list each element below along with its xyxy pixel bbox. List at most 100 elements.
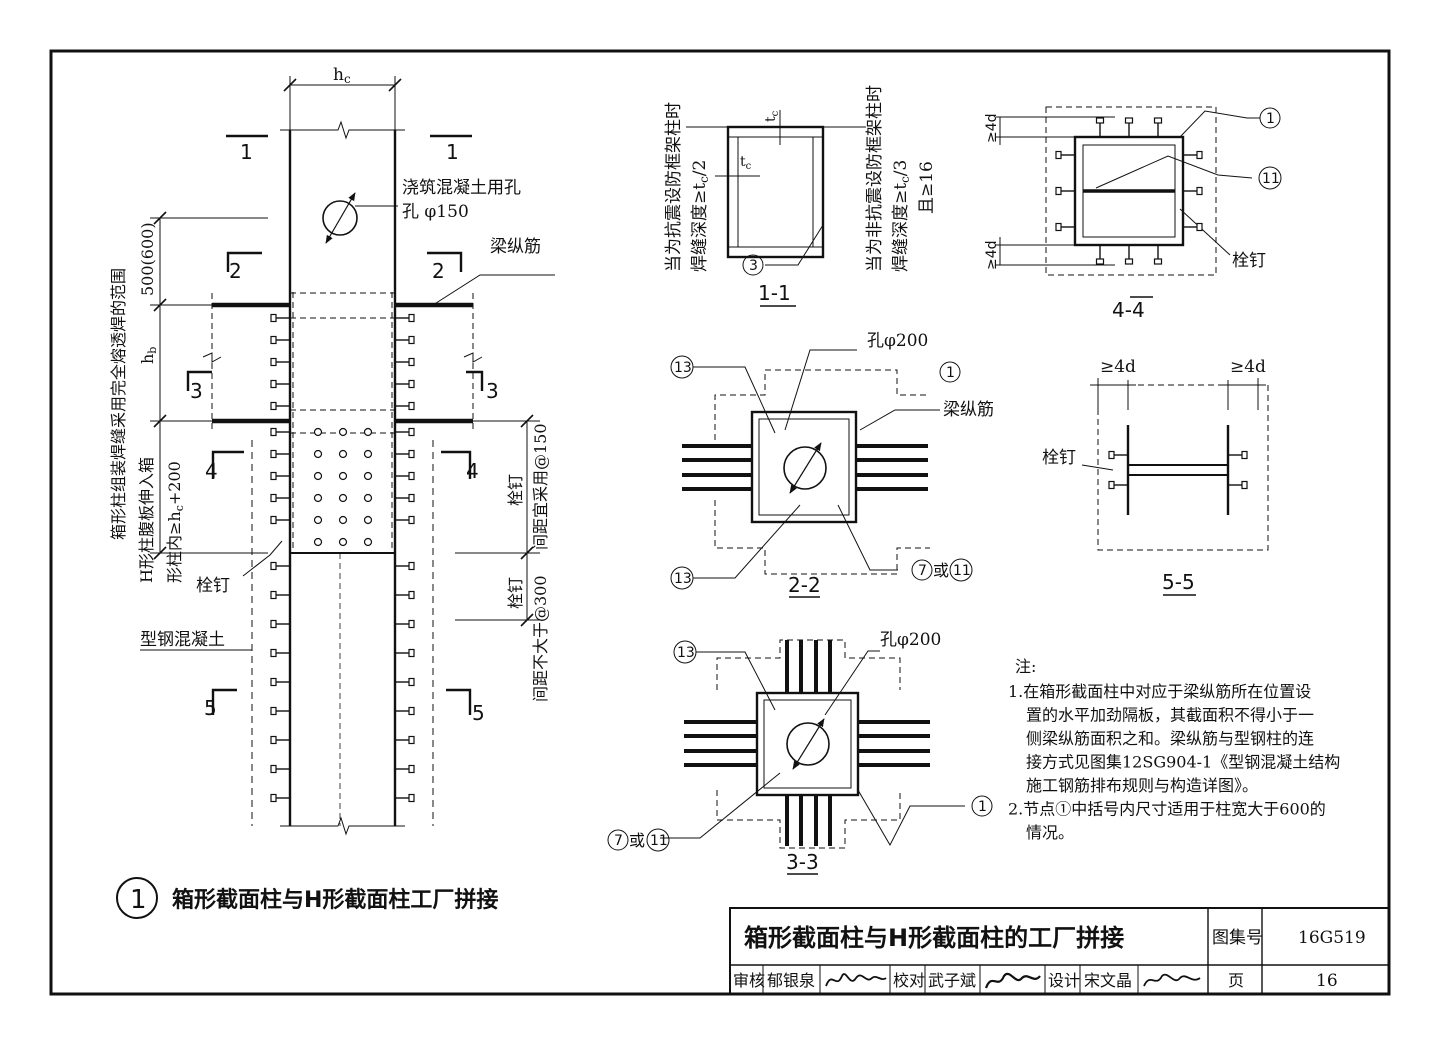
stud-icon: [395, 427, 415, 437]
checker-name: 武子斌: [928, 971, 976, 990]
stud-icon: [270, 561, 290, 571]
cut-label-2-left: 2: [229, 259, 242, 283]
notes-heading: 注:: [1015, 657, 1036, 676]
stud-group-4-4: [1055, 117, 1203, 265]
notes-lines: 1.在箱形截面柱中对应于梁纵筋所在位置设置的水平加劲隔板，其截面积不得小于一侧梁…: [1008, 682, 1340, 842]
note-line: 1.在箱形截面柱中对应于梁纵筋所在位置设: [1008, 682, 1311, 701]
section-2-2-label: 2-2: [788, 573, 821, 597]
ref-7-circle-33: [607, 829, 629, 851]
web-insert-text-1: H形柱腹板伸入箱: [137, 457, 156, 583]
sheet-border: [49, 49, 1391, 996]
hc-label: hc: [333, 65, 351, 86]
ref-or-22: 或: [933, 561, 949, 580]
stud-icon: [270, 335, 290, 345]
stud-icon: [1095, 245, 1105, 265]
stud-icon: [1153, 117, 1163, 137]
cut-label-5-left: 5: [204, 696, 217, 720]
stud-icon: [270, 648, 290, 658]
stud-icon: [270, 515, 290, 525]
stud-label-main: 栓钉: [196, 576, 230, 596]
note-line: 施工钢筋排布规则与构造详图》。: [1026, 776, 1258, 795]
stud-icon: [1124, 245, 1134, 265]
stud-icon: [270, 379, 290, 389]
ref-11-33: 11: [650, 833, 668, 849]
ref-13-22a: 13: [674, 360, 692, 376]
note-line: 接方式见图集12SG904-1《型钢混凝土结构: [1026, 753, 1340, 772]
designer-name: 宋文晶: [1084, 971, 1132, 990]
section-1-1-label: 1-1: [758, 281, 791, 305]
stud-icon: [1183, 222, 1203, 232]
plug-hole: [313, 471, 323, 481]
ref-7-circle-22: [911, 559, 933, 581]
ref-13-33: 13: [677, 645, 695, 661]
stud-icon: [395, 677, 415, 687]
ref-13-circle-22b: [670, 566, 694, 590]
stud-icon: [1095, 117, 1105, 137]
s22-hole-label: 孔φ200: [867, 331, 928, 351]
ref-13-circle-22a: [670, 355, 694, 379]
ref-1-22: 1: [946, 365, 955, 381]
stud-icon: [270, 764, 290, 774]
ref-11-22: 11: [953, 563, 971, 579]
stud-icon: [1055, 150, 1075, 160]
page-label: 页: [1228, 971, 1244, 990]
s44-stud-label: 栓钉: [1232, 251, 1266, 271]
section-5-5-label: 5-5: [1162, 570, 1195, 594]
designer-signature: [1143, 973, 1201, 987]
stud-group-main: [270, 313, 415, 803]
plug-hole: [363, 537, 373, 547]
stud-icon: [395, 515, 415, 525]
hole-label-1: 浇筑混凝土用孔: [402, 178, 521, 198]
s55-dim-right: ≥4d: [1230, 357, 1266, 377]
stud-spacing-1-title: 栓钉: [506, 474, 525, 506]
s11-left-note-2: 焊缝深度≥tc/2: [690, 160, 711, 272]
note-line: 置的水平加劲隔板，其截面积不得小于一: [1026, 706, 1314, 725]
ref-7-33: 7: [614, 833, 623, 849]
stud-icon: [395, 706, 415, 716]
reviewer-signature: [825, 973, 887, 987]
stud-group-5-5: [1108, 450, 1248, 490]
stud-icon: [395, 449, 415, 459]
plug-hole: [338, 515, 348, 525]
plug-hole: [313, 427, 323, 437]
stud-icon: [395, 401, 415, 411]
note-line: 情况。: [1026, 823, 1074, 842]
ref-or-33: 或: [629, 831, 645, 850]
stud-icon: [395, 357, 415, 367]
ref-7-22: 7: [918, 563, 927, 579]
ref-11-circle-44: [1258, 166, 1282, 190]
plug-hole: [363, 471, 373, 481]
stud-icon: [1108, 450, 1128, 460]
cut-label-4-right: 4: [466, 459, 479, 483]
stud-icon: [395, 764, 415, 774]
weld-range-dim: 500(600): [138, 222, 157, 296]
note-line: 侧梁纵筋面积之和。梁纵筋与型钢柱的连: [1026, 729, 1314, 748]
stud-icon: [1183, 186, 1203, 196]
s55-dim-left: ≥4d: [1100, 357, 1136, 377]
plug-hole: [338, 537, 348, 547]
stud-icon: [270, 449, 290, 459]
stud-icon: [270, 619, 290, 629]
stud-icon: [270, 590, 290, 600]
plug-hole: [313, 515, 323, 525]
src-concrete-label: 型钢混凝土: [140, 630, 225, 650]
plug-hole: [338, 493, 348, 503]
ref-1-33: 1: [978, 799, 987, 815]
cut-label-3-left: 3: [190, 379, 203, 403]
s11-left-note-1: 当为抗震设防框架柱时: [664, 102, 684, 272]
stud-icon: [395, 493, 415, 503]
stud-icon: [395, 313, 415, 323]
stud-icon: [395, 619, 415, 629]
plug-hole: [338, 427, 348, 437]
stud-icon: [270, 357, 290, 367]
title-block: [729, 907, 1390, 995]
ref-11-circle-22: [949, 558, 973, 582]
stud-icon: [1228, 480, 1248, 490]
check-label: 校对: [893, 971, 925, 990]
section-4-4-label: 4-4: [1112, 298, 1145, 322]
s33-hole-label: 孔φ200: [880, 630, 941, 650]
stud-icon: [270, 677, 290, 687]
stud-icon: [1055, 186, 1075, 196]
stud-icon: [395, 561, 415, 571]
section-2-2: [682, 349, 940, 598]
